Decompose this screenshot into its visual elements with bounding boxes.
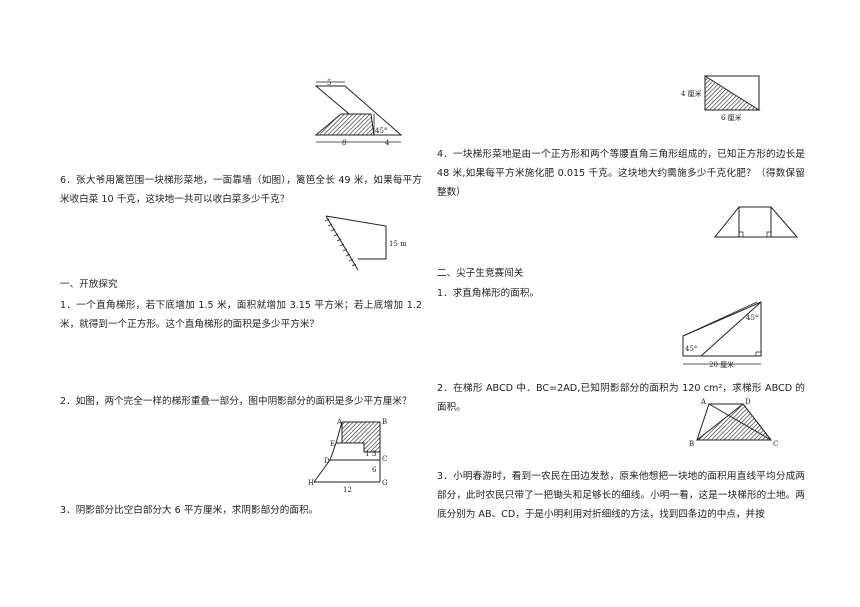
label-6: 6 [372,466,377,474]
label-abcd-B: B [689,440,694,448]
open-question-2: 2．如图，两个完全一样的梯形重叠一部分，图中阴影部分的面积是多少平方厘米？ [60,396,412,407]
label-I: I [366,450,369,458]
label-abcd-D: D [745,398,751,406]
trapezoid-square-figure [713,206,799,238]
abcd-trapezoid-figure: A D B C [689,398,778,448]
section-competition: 二、尖子生竞赛闯关 [437,268,524,279]
label-15m: 15 m [389,240,407,248]
label-E: E [330,440,335,448]
label-6cm: 6 厘米 [721,113,742,122]
label-D: D [324,457,330,465]
label-angle1: 45° [746,314,758,322]
question-6: 6．张大爷用篱笆围一块梯形菜地，一面靠墙（如图），篱笆全长 49 米，如果每平方… [60,175,422,205]
label-3: 3 [372,450,376,458]
label-H: H [308,479,314,487]
label-abcd-C: C [773,440,778,448]
open-question-3: 3．阴影部分比空白部分大 6 平方厘米，求阴影部分的面积。 [60,505,319,516]
parallelogram-figure: 5 45° 8 4 [314,79,403,147]
label-angle2: 45° [685,345,697,353]
label-A: A [336,418,343,426]
open-question-1: 1．一个直角梯形，若下底增加 1.5 米，面积就增加 3.15 平方米；若上底增… [60,300,422,330]
rectangle-figure: 4 厘米 6 厘米 [681,75,761,122]
question-4: 4．一块梯形菜地是由一个正方形和两个等腰直角三角形组成的，已知正方形的边长是 4… [437,149,805,198]
label-abcd-A: A [700,398,707,406]
label-top-5: 5 [327,79,331,87]
competition-question-1: 1．求直角梯形的面积。 [437,288,540,299]
label-right-4: 4 [385,139,390,147]
label-20cm: 20 厘米 [709,360,734,369]
competition-question-2: 2．在梯形 ABCD 中．BC=2AD,已知阴影部分的面积为 120 cm²，求… [437,383,805,413]
label-12: 12 [343,486,352,494]
wall-trapezoid-figure: 15 m [324,215,407,271]
label-C: C [382,455,387,463]
right-trapezoid-figure: 45° 45° 20 厘米 [682,301,762,369]
label-B: B [382,418,387,426]
label-G: G [382,479,388,487]
overlap-trapezoid-figure: A B E D I C 3 6 H G 12 [308,418,388,494]
label-angle-45: 45° [375,127,387,135]
competition-question-3: 3．小明春游时，看到一农民在田边发愁，原来他想把一块地的面积用直线平均分成两部分… [437,471,805,520]
section-open-explore: 一、开放探究 [60,279,118,290]
label-bottom-8: 8 [342,139,346,147]
label-4cm: 4 厘米 [681,89,702,98]
